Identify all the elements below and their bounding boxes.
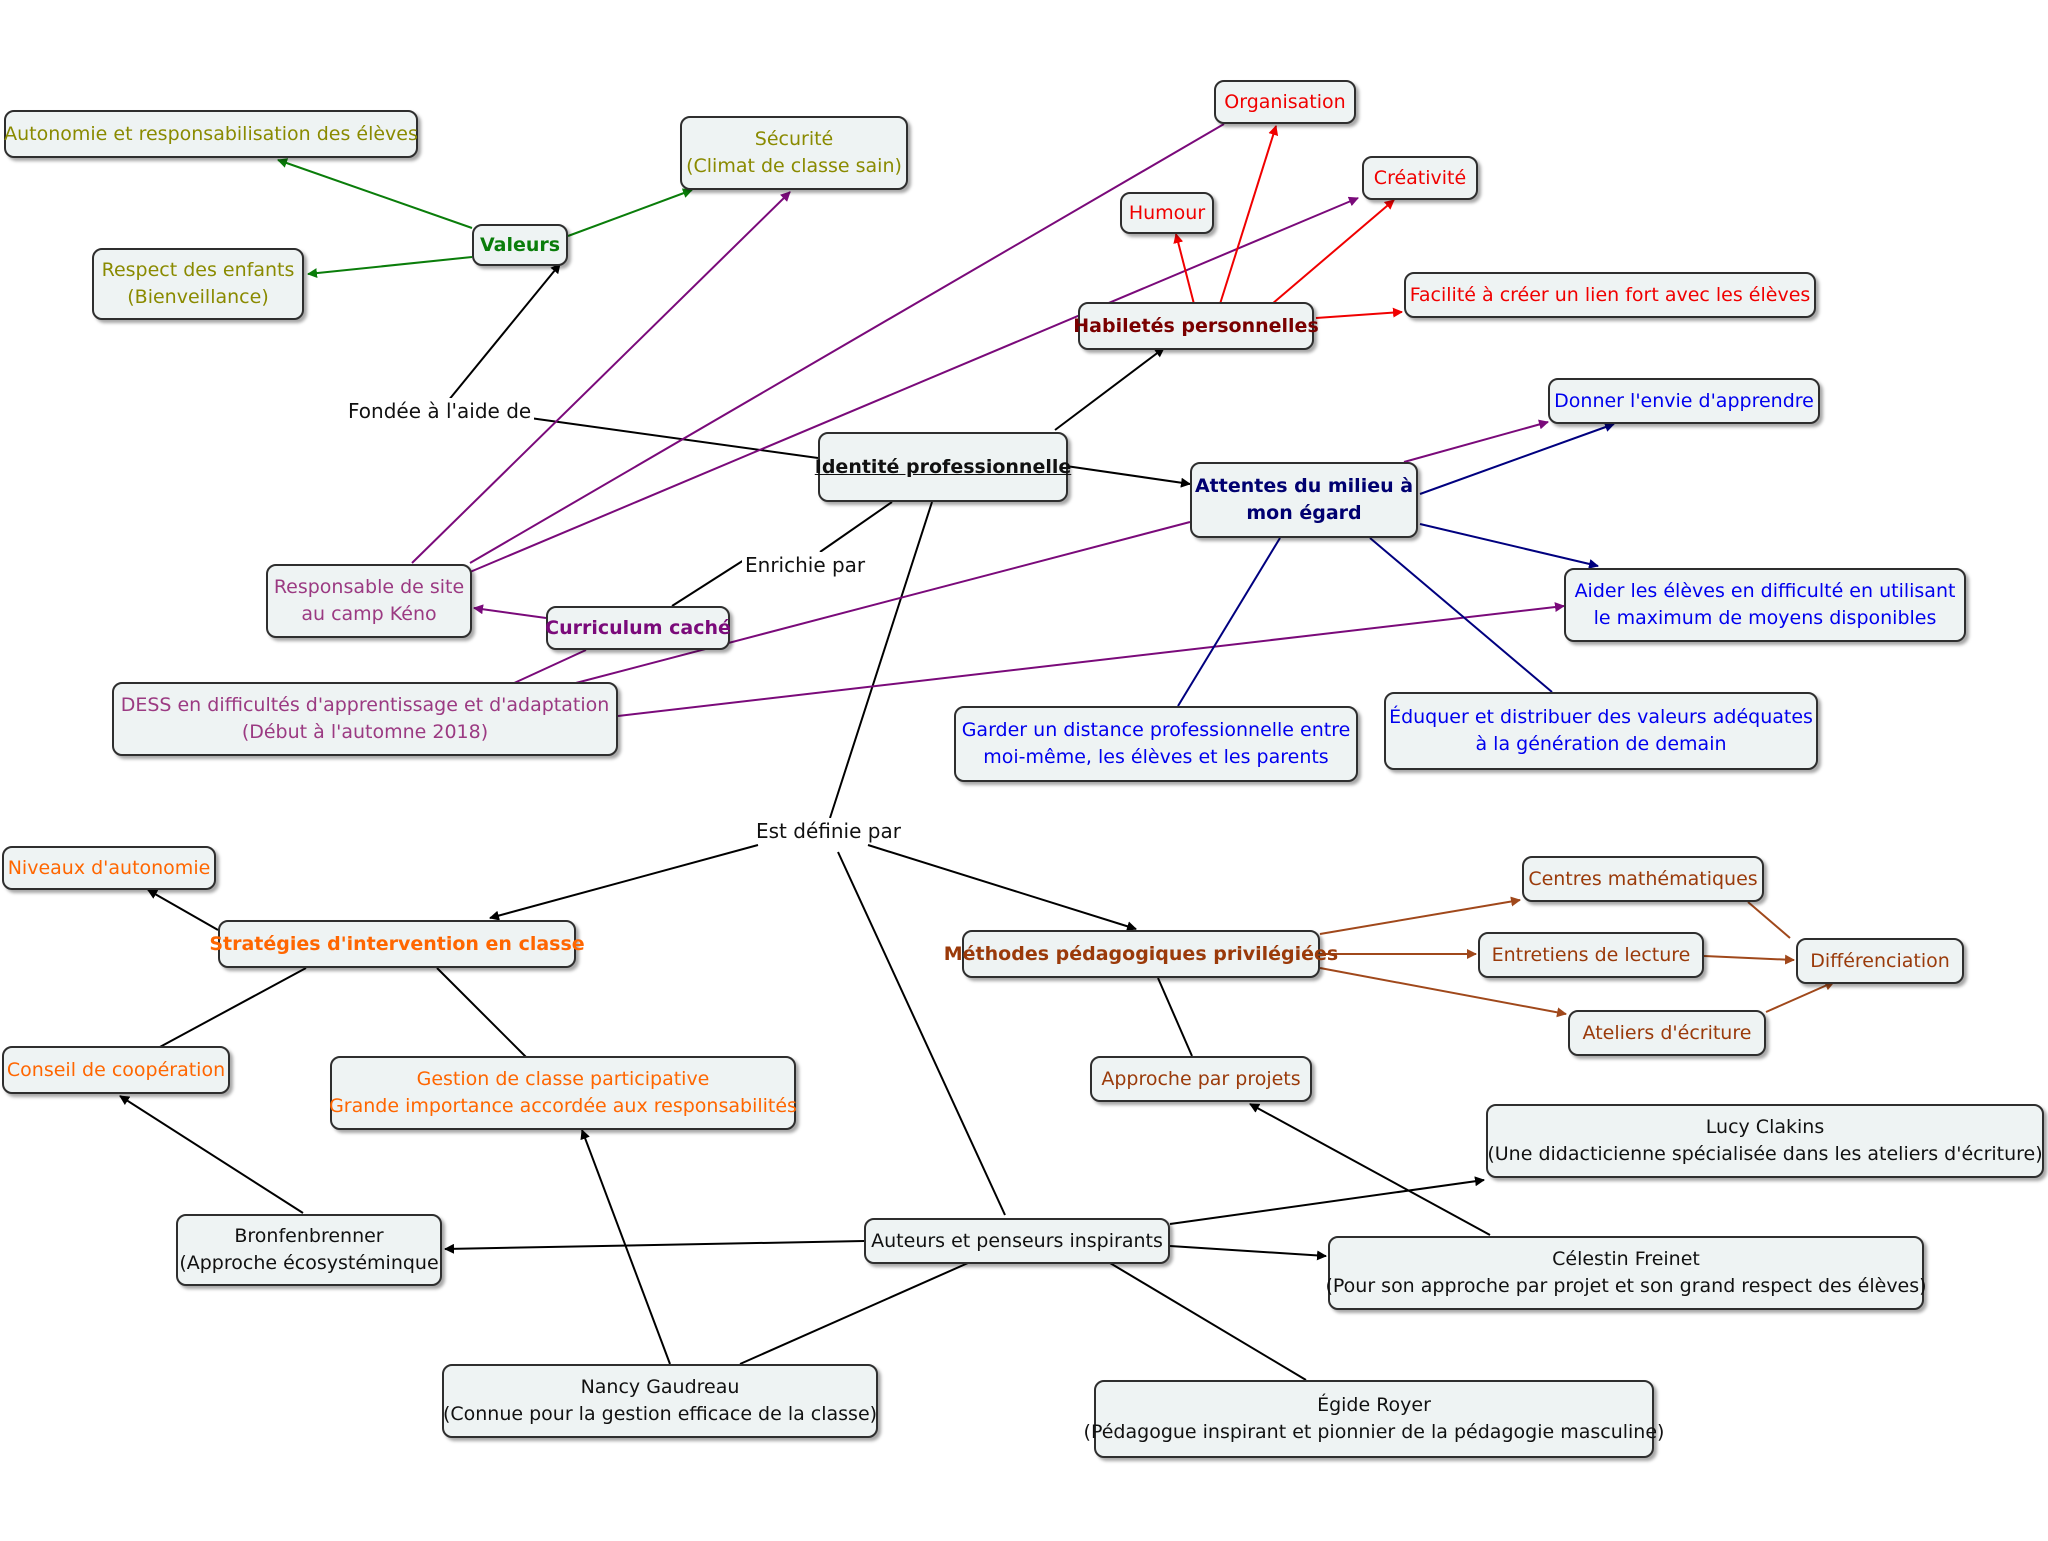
link-freinet-approche — [1249, 1103, 1491, 1236]
label-definie: Est définie par — [753, 818, 904, 844]
link-definie-auteurs — [837, 851, 1006, 1216]
node-nancy-gaudreau[interactable]: Nancy Gaudreau(Connue pour la gestion ef… — [442, 1364, 878, 1438]
node-centres-mathematiques[interactable]: Centres mathématiques — [1522, 856, 1764, 902]
node-facilite-lien[interactable]: Facilité à créer un lien fort avec les é… — [1404, 272, 1816, 318]
link-auteurs-gaudreau — [739, 1262, 969, 1365]
link-bronf-conseil — [119, 1095, 304, 1214]
link-identite-definie — [829, 501, 933, 819]
link-curriculum-responsable — [473, 604, 547, 619]
node-bronfenbrenner[interactable]: Bronfenbrenner(Approche écosystéminque — [176, 1214, 442, 1286]
link-habiletes-humour — [1173, 233, 1195, 305]
node-auteurs-penseurs[interactable]: Auteurs et penseurs inspirants — [864, 1218, 1170, 1264]
node-donner-envie[interactable]: Donner l'envie d'apprendre — [1548, 378, 1820, 424]
node-methodes-pedagogiques[interactable]: Méthodes pédagogiques privilégiées — [944, 930, 1338, 978]
link-auteurs-freinet — [1169, 1245, 1327, 1261]
link-attentes-aider — [1419, 523, 1599, 569]
link-strategies-gestion — [436, 967, 528, 1059]
link-responsable-securite — [411, 191, 791, 564]
link-valeurs-securite — [567, 188, 693, 237]
link-auteurs-bronf — [444, 1240, 865, 1254]
node-identite-professionnelle[interactable]: Identité professionnelle — [815, 432, 1071, 502]
node-aider-eleves[interactable]: Aider les élèves en difficulté en utilis… — [1564, 568, 1966, 642]
link-gaudreau-gestion — [580, 1129, 671, 1365]
link-habiletes-facilite — [1315, 307, 1403, 319]
link-attentes-garder — [1177, 537, 1281, 707]
node-differenciation[interactable]: Différenciation — [1796, 938, 1964, 984]
link-enrichie-curriculum — [671, 559, 745, 607]
node-eduquer-valeurs[interactable]: Éduquer et distribuer des valeurs adéqua… — [1384, 692, 1818, 770]
node-dess[interactable]: DESS en difficultés d'apprentissage et d… — [112, 682, 618, 756]
link-definie-strategies — [489, 844, 759, 921]
node-strategies-intervention[interactable]: Stratégies d'intervention en classe — [209, 920, 585, 968]
node-autonomie-responsabilisation[interactable]: Autonomie et responsabilisation des élèv… — [4, 110, 418, 158]
link-strategies-niveaux — [147, 889, 219, 931]
link-attentes-donner-navy — [1419, 422, 1615, 495]
link-fondee-valeurs — [447, 263, 561, 402]
node-securite[interactable]: Sécurité(Climat de classe sain) — [680, 116, 908, 190]
node-curriculum-cache[interactable]: Curriculum caché — [545, 606, 731, 650]
node-conseil-cooperation[interactable]: Conseil de coopération — [2, 1046, 230, 1094]
node-organisation[interactable]: Organisation — [1214, 80, 1356, 124]
label-enrichie: Enrichie par — [742, 552, 869, 578]
node-entretiens-lecture[interactable]: Entretiens de lecture — [1478, 932, 1704, 978]
node-garder-distance[interactable]: Garder un distance professionnelle entre… — [954, 706, 1358, 782]
link-methodes-centres — [1319, 896, 1521, 935]
link-curriculum-dess — [511, 649, 587, 685]
link-valeurs-respect — [307, 256, 473, 279]
link-valeurs-autonomie — [277, 158, 473, 229]
node-egide-royer[interactable]: Égide Royer(Pédagogue inspirant et pionn… — [1084, 1380, 1664, 1458]
node-approche-projets[interactable]: Approche par projets — [1090, 1056, 1312, 1102]
link-centres-differenciation — [1747, 901, 1791, 939]
link-strategies-conseil — [157, 967, 307, 1049]
link-responsable-organisation — [469, 123, 1225, 564]
link-attentes-donner — [1403, 419, 1549, 463]
link-auteurs-royer — [1109, 1262, 1307, 1381]
node-respect-enfants[interactable]: Respect des enfants(Bienveillance) — [92, 248, 304, 320]
link-habiletes-creativite — [1271, 199, 1395, 305]
link-responsable-creativite — [469, 196, 1359, 573]
node-humour[interactable]: Humour — [1120, 192, 1214, 234]
label-fondee: Fondée à l'aide de — [345, 398, 535, 424]
node-habiletes-personnelles[interactable]: Habiletés personnelles — [1073, 302, 1319, 350]
node-valeurs[interactable]: Valeurs — [472, 224, 568, 266]
link-definie-methodes — [867, 844, 1137, 932]
link-methodes-ateliers — [1319, 967, 1567, 1018]
link-methodes-approche — [1157, 977, 1193, 1057]
link-dess-attentes — [571, 521, 1191, 685]
link-habiletes-organisation — [1219, 125, 1279, 305]
link-auteurs-lucy — [1169, 1176, 1485, 1225]
link-identite-attentes — [1065, 465, 1191, 488]
node-niveaux-autonomie[interactable]: Niveaux d'autonomie — [2, 846, 216, 890]
link-identite-enrichie — [819, 501, 893, 553]
node-celestin-freinet[interactable]: Célestin Freinet(Pour son approche par p… — [1325, 1236, 1927, 1310]
link-identite-fondee — [529, 417, 819, 459]
link-attentes-eduquer — [1369, 537, 1553, 693]
link-ateliers-differenciation — [1765, 981, 1835, 1013]
link-identite-habiletes — [1054, 347, 1165, 431]
node-lucy-clakins[interactable]: Lucy Clakins(Une didacticienne spécialis… — [1486, 1104, 2044, 1178]
link-entretiens-differenciation — [1703, 954, 1795, 965]
node-ateliers-ecriture[interactable]: Ateliers d'écriture — [1568, 1010, 1766, 1056]
link-dess-aider — [617, 602, 1565, 717]
node-creativite[interactable]: Créativité — [1362, 156, 1478, 200]
